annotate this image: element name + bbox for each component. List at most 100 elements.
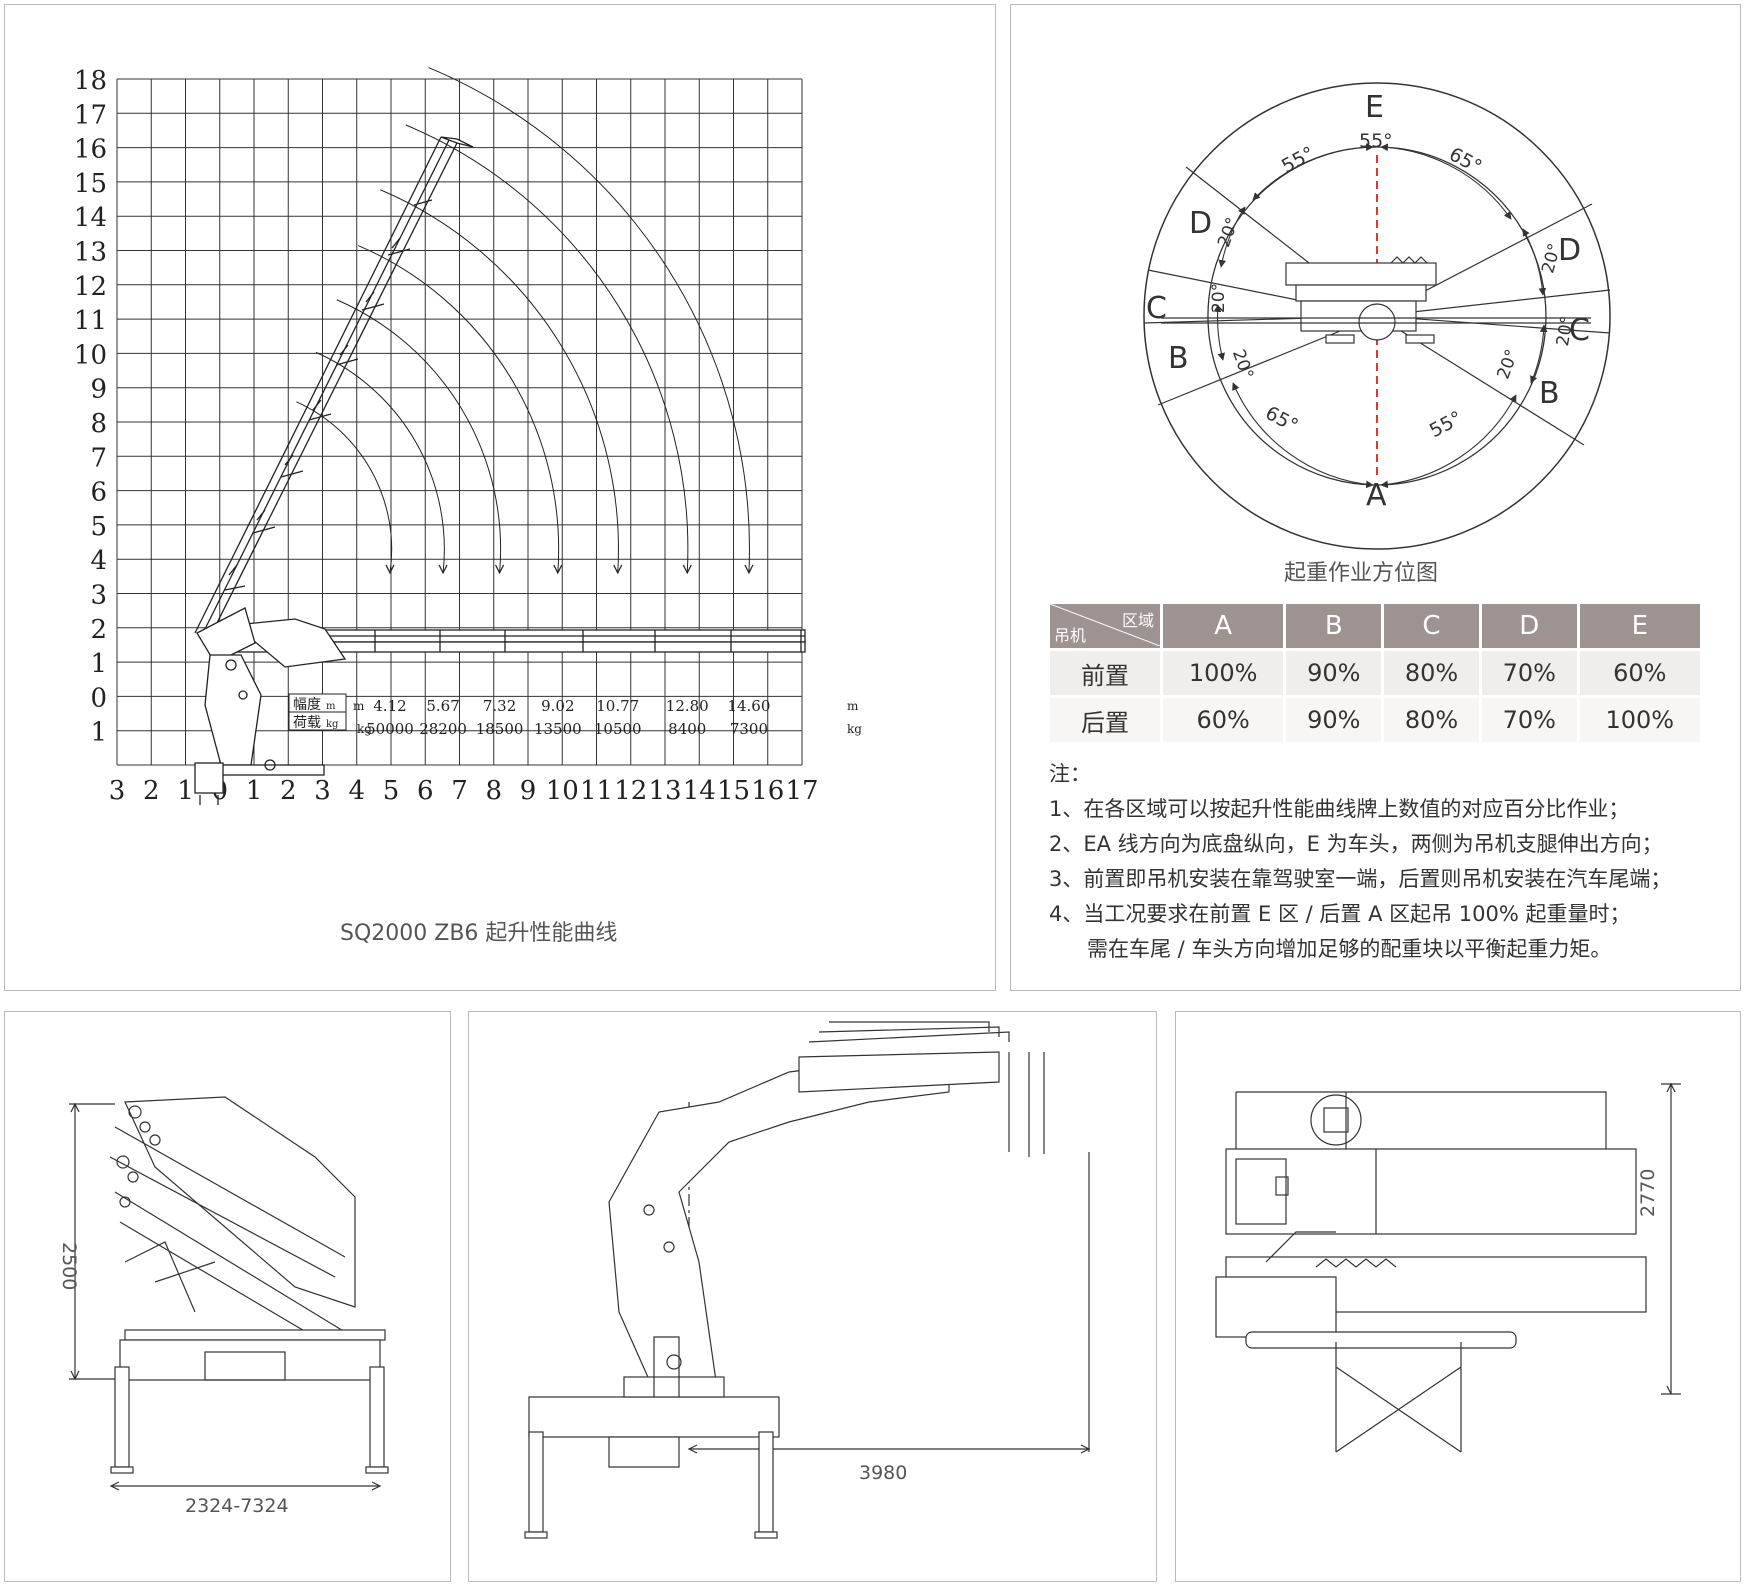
capacity-arrow [495, 564, 505, 575]
row-label: 后置 [1047, 695, 1163, 745]
y-tick-label: 8 [90, 409, 107, 439]
unit-kg-right: kg [847, 722, 862, 736]
unit-m-right: m [847, 699, 859, 713]
capacity-arc [405, 124, 689, 573]
capacity-arc [296, 401, 393, 573]
x-tick-label: 7 [451, 776, 468, 806]
x-tick-label: 14 [683, 776, 716, 806]
y-tick-label: 2 [90, 615, 107, 645]
x-tick-label: 8 [485, 776, 502, 806]
x-tick-label: 6 [417, 776, 434, 806]
note-item: 需在车尾 / 车头方向增加足够的配重块以平衡起重力矩。 [1087, 937, 1612, 961]
side-view-drawing: 3980 [524, 1021, 1091, 1539]
zone-label-b-right: B [1539, 376, 1560, 411]
rear-view-panel: 2770 [1175, 1011, 1741, 1582]
y-tick-label: 12 [74, 272, 107, 302]
cell: 100% [1159, 648, 1287, 698]
x-tick-label: 2 [280, 776, 297, 806]
legend-radius-label: 幅度 [293, 697, 321, 713]
angle-label-top: 55° [1359, 130, 1393, 152]
y-tick-label: 17 [74, 100, 107, 130]
load-value: 10500 [594, 720, 642, 738]
cell: 90% [1283, 648, 1385, 698]
angle-label-ab-right: 55° [1426, 407, 1466, 442]
capacity-arrow [385, 564, 395, 575]
header-c: C [1381, 601, 1482, 651]
zone-label-b-left: B [1168, 341, 1189, 376]
y-tick-label: 16 [74, 135, 107, 165]
x-tick-label: 3 [314, 776, 331, 806]
crane-boom-horizontal [233, 618, 806, 668]
radius-value: 9.02 [541, 697, 574, 715]
zone-label-d-right: D [1558, 233, 1581, 268]
cell: 70% [1478, 648, 1580, 698]
header-b: B [1283, 601, 1385, 651]
cell: 70% [1478, 695, 1580, 745]
capacity-arrow [613, 564, 623, 575]
y-tick-label: 6 [90, 478, 107, 508]
header-e: E [1576, 601, 1704, 651]
radius-value: 5.67 [426, 697, 459, 715]
radius-value: 14.60 [727, 697, 770, 715]
orientation-diagram: E A D D C C B B 55° 55° 65° 20° 20° 20° … [1143, 82, 1611, 550]
x-tick-label: 16 [751, 776, 784, 806]
load-value: 7300 [730, 720, 768, 738]
y-tick-label: 5 [90, 512, 107, 542]
angle-label-d-right: 20° [1538, 241, 1565, 275]
legend-radius-unit: m [326, 701, 336, 712]
side-length-dim: 3980 [859, 1462, 907, 1484]
y-tick-label: 0 [90, 683, 107, 713]
y-tick-label: 10 [74, 340, 107, 370]
unit-m-left: m [353, 699, 365, 713]
note-item: 3、前置即吊机安装在靠驾驶室一端，后置则吊机安装在汽车尾端； [1049, 867, 1672, 891]
zone-label-a: A [1366, 478, 1387, 513]
x-tick-label: 9 [520, 776, 537, 806]
capacity-arc [357, 245, 560, 573]
header-d: D [1478, 601, 1580, 651]
x-tick-label: 1 [246, 776, 263, 806]
row-label: 前置 [1047, 648, 1163, 698]
cell: 100% [1576, 695, 1704, 745]
crane-top-view [1161, 256, 1591, 344]
zone-table-corner: 区域 吊机 [1047, 601, 1163, 651]
orientation-caption: 起重作业方位图 [1284, 561, 1439, 586]
x-tick-label: 4 [348, 776, 365, 806]
zone-label-e: E [1365, 90, 1384, 125]
cell: 80% [1381, 695, 1482, 745]
x-tick-label: 3 [109, 776, 126, 806]
angle-label-c-left: 20° [1209, 283, 1229, 313]
zone-label-c-right: C [1569, 313, 1590, 348]
radius-value: 7.32 [483, 697, 516, 715]
note-item: 2、EA 线方向为底盘纵向，E 为车头，两侧为吊机支腿伸出方向； [1049, 832, 1663, 856]
load-value: 8400 [668, 720, 706, 738]
load-value: 18500 [476, 720, 524, 738]
capacity-chart-caption: SQ2000 ZB6 起升性能曲线 [340, 921, 618, 946]
x-tick-label: 15 [717, 776, 750, 806]
notes-block: 注： 1、在各区域可以按起升性能曲线牌上数值的对应百分比作业； 2、EA 线方向… [1049, 757, 1671, 967]
zone-table-header: 区域 吊机 A B C D E [1047, 601, 1704, 651]
corner-zone: 区域 [1121, 611, 1154, 630]
zone-label-d-left: D [1189, 206, 1212, 241]
y-tick-label: 7 [90, 443, 107, 473]
orientation-panel: E A D D C C B B 55° 55° 65° 20° 20° 20° … [1010, 4, 1741, 991]
x-tick-label: 17 [785, 776, 818, 806]
cell: 80% [1381, 648, 1482, 698]
note-item: 1、在各区域可以按起升性能曲线牌上数值的对应百分比作业； [1049, 797, 1630, 821]
y-tick-label: 1 [90, 718, 107, 748]
y-tick-label: 3 [90, 581, 107, 611]
y-tick-label: 9 [90, 375, 107, 405]
load-value: 13500 [534, 720, 582, 738]
load-value: 28200 [419, 720, 467, 738]
load-value: 50000 [366, 720, 414, 738]
rear-height-dim: 2770 [1637, 1169, 1659, 1217]
x-tick-label: 11 [580, 776, 613, 806]
x-tick-label: 5 [383, 776, 400, 806]
y-tick-label: 15 [74, 169, 107, 199]
front-width-dim: 2324-7324 [185, 1495, 289, 1517]
capacity-legend: 幅度 m 荷载 kg m kg m kg [288, 693, 862, 736]
front-height-dim: 2500 [58, 1242, 80, 1290]
front-view-drawing: 2500 2324-7324 [58, 1096, 389, 1517]
capacity-arrow [744, 564, 754, 575]
notes-title: 注： [1049, 762, 1091, 786]
